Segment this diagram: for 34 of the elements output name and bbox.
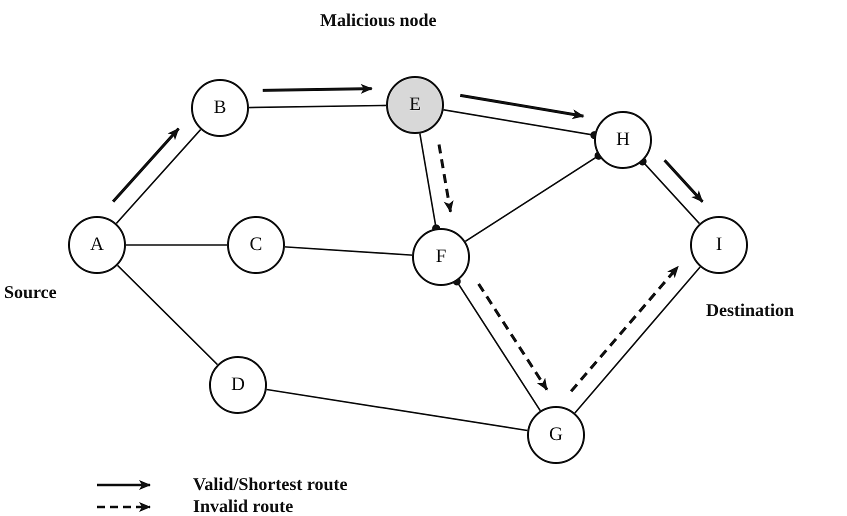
legend-label: Invalid route [193, 496, 294, 516]
node-label: D [231, 374, 245, 396]
link-line [638, 157, 700, 224]
node-label: I [716, 234, 722, 256]
node-caption: Source [4, 282, 57, 303]
link-line [117, 264, 218, 366]
node-label: H [616, 129, 630, 151]
route-arrow [112, 128, 180, 203]
route-arrow [663, 159, 704, 203]
dashed-route-arrow [438, 144, 454, 213]
node-label: E [409, 94, 421, 116]
node-circle [594, 111, 652, 169]
link-line [126, 244, 227, 246]
node-circle [690, 216, 748, 274]
dashed-route-arrow [477, 283, 548, 390]
link-line [248, 104, 386, 108]
dashed-route-arrow [570, 266, 680, 392]
link-line [266, 388, 528, 432]
link-line [452, 277, 541, 412]
node-label: G [549, 424, 563, 446]
legend-label: Valid/Shortest route [193, 474, 348, 495]
node-label: C [250, 234, 262, 256]
link-line [574, 266, 701, 414]
route-arrow [262, 84, 373, 94]
node-label: A [90, 234, 104, 256]
node-caption: Destination [706, 300, 794, 321]
node-label: F [436, 246, 446, 268]
node-circle [68, 216, 126, 274]
link-line [284, 246, 412, 256]
node-caption: Malicious node [320, 10, 437, 31]
node-label: B [214, 97, 226, 119]
route-arrow [460, 94, 584, 120]
link-line [464, 152, 603, 242]
link-line [116, 129, 202, 224]
